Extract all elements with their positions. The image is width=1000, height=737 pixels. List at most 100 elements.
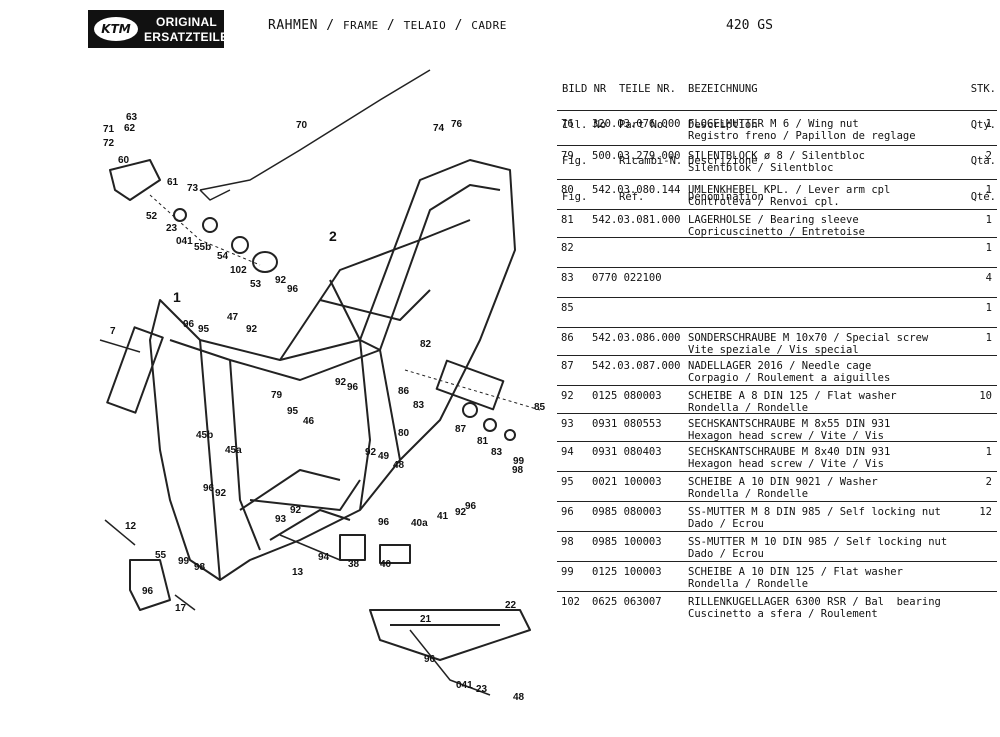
diagram-callout-12: 12 <box>125 521 137 532</box>
header-bez-en: Description <box>688 119 758 131</box>
row-description-line1: SCHEIBE A 10 DIN 125 / Flat washer <box>688 566 903 578</box>
row-description-line2: Dado / Ecrou <box>688 518 764 530</box>
row-description-line2: Corpagio / Roulement a aiguilles <box>688 372 891 384</box>
header-teile-fr: Réf. <box>619 191 645 203</box>
diagram-callout-92: 92 <box>275 275 287 286</box>
row-separator <box>557 561 997 562</box>
row-description-line2: Cuscinetto a sfera / Roulement <box>688 608 878 620</box>
header-teile: TEILE NR. Part No. Ricambi-N. Réf. <box>619 59 682 215</box>
row-fig-number: 79 <box>561 150 574 162</box>
diagram-callout-92: 92 <box>290 505 302 516</box>
diagram-callout-71: 71 <box>103 124 115 135</box>
diagram-callout-96: 96 <box>465 501 477 512</box>
diagram-callout-83: 83 <box>413 400 425 411</box>
header-bild-fr: Fig. <box>562 191 588 203</box>
diagram-callout-98: 98 <box>512 465 524 476</box>
row-quantity: 1 <box>985 214 992 226</box>
row-description-line2: Hexagon head screw / Vite / Vis <box>688 430 884 442</box>
row-part-number: 0931 080403 <box>592 446 662 458</box>
row-fig-number: 76 <box>561 118 574 130</box>
row-part-number: 0985 080003 <box>592 506 662 518</box>
row-fig-number: 81 <box>561 214 574 226</box>
diagram-callout-72: 72 <box>103 138 115 149</box>
row-quantity: 2 <box>985 150 992 162</box>
header-bez-de: BEZEICHNUNG <box>688 83 758 95</box>
row-description-line2: Rondella / Rondelle <box>688 578 809 590</box>
row-description-line1: LAGERHOLSE / Bearing sleeve <box>688 214 859 226</box>
diagram-callout-96: 96 <box>142 586 154 597</box>
header-bezeichnung: BEZEICHNUNG Description Descrizione Déno… <box>688 59 764 215</box>
row-separator <box>557 385 997 386</box>
row-fig-number: 96 <box>561 506 574 518</box>
diagram-callout-83: 83 <box>491 447 503 458</box>
logo-line-ersatzteile: ERSATZTEILE <box>144 30 229 44</box>
diagram-callout-92: 92 <box>455 507 467 518</box>
row-description-line1: RILLENKUGELLAGER 6300 RSR / Bal bearing <box>688 596 941 608</box>
diagram-callout-13: 13 <box>292 567 304 578</box>
row-part-number: 0931 080553 <box>592 418 662 430</box>
diagram-callout-41: 41 <box>437 511 449 522</box>
row-quantity: 2 <box>985 476 992 488</box>
row-separator <box>557 267 997 268</box>
header-stk-en: Qty. <box>970 119 996 131</box>
diagram-callout-041: 041 <box>176 236 193 247</box>
row-fig-number: 92 <box>561 390 574 402</box>
diagram-callout-40: 40 <box>380 559 392 570</box>
row-fig-number: 85 <box>561 302 574 314</box>
row-quantity: 1 <box>985 302 992 314</box>
diagram-callout-60: 60 <box>118 155 130 166</box>
header-stk: STK. Qty. Qtà. Qté. <box>966 59 996 215</box>
row-part-number: 0021 100003 <box>592 476 662 488</box>
row-separator <box>557 145 997 146</box>
diagram-callout-49: 49 <box>378 451 390 462</box>
diagram-callout-62: 62 <box>124 123 136 134</box>
row-separator <box>557 237 997 238</box>
header-bez-fr: Dénomination <box>688 191 764 203</box>
header-teile-it: Ricambi-N. <box>619 155 683 167</box>
row-description-line2: Dado / Ecrou <box>688 548 764 560</box>
diagram-callout-80: 80 <box>398 428 410 439</box>
row-fig-number: 86 <box>561 332 574 344</box>
row-separator <box>557 531 997 532</box>
diagram-callout-17: 17 <box>175 603 187 614</box>
header-stk-it: Qtà. <box>970 155 996 167</box>
header-separator <box>557 110 997 111</box>
row-fig-number: 83 <box>561 272 574 284</box>
diagram-callout-87: 87 <box>455 424 467 435</box>
row-description-line2: Vite speziale / Vis special <box>688 344 859 356</box>
row-quantity: 1 <box>985 332 992 344</box>
diagram-callout-96: 96 <box>203 483 215 494</box>
row-description-line2: Registro freno / Papillon de reglage <box>688 130 916 142</box>
header-bez-it: Descrizione <box>688 155 758 167</box>
diagram-callout-92: 92 <box>365 447 377 458</box>
diagram-callout-63: 63 <box>126 112 138 123</box>
diagram-callout-93: 93 <box>275 514 287 525</box>
title-sep-3: / <box>454 18 463 33</box>
row-part-number: 500.03.279.000 <box>592 150 681 162</box>
title-fr: CADRE <box>471 19 507 32</box>
diagram-callout-96: 96 <box>347 382 359 393</box>
row-separator <box>557 591 997 592</box>
row-description-line2: Rondella / Rondelle <box>688 488 809 500</box>
diagram-callout-70: 70 <box>296 120 308 131</box>
diagram-callout-86: 86 <box>398 386 410 397</box>
diagram-callout-98: 98 <box>194 562 206 573</box>
diagram-callout-96: 96 <box>183 319 195 330</box>
row-description-line1: SS-MUTTER M 8 DIN 985 / Self locking nut <box>688 506 941 518</box>
diagram-callout-81: 81 <box>477 436 489 447</box>
diagram-callout-21: 21 <box>420 614 432 625</box>
diagram-callout-47: 47 <box>227 312 239 323</box>
diagram-callout-45a: 45a <box>225 445 242 456</box>
diagram-callout-79: 79 <box>271 390 283 401</box>
row-fig-number: 93 <box>561 418 574 430</box>
row-fig-number: 80 <box>561 184 574 196</box>
diagram-callout-041: 041 <box>456 680 473 691</box>
row-fig-number: 94 <box>561 446 574 458</box>
row-part-number: 542.03.087.000 <box>592 360 681 372</box>
diagram-callout-1: 1 <box>173 289 181 305</box>
row-description-line1: SILENTBLOCK ø 8 / Silentbloc <box>688 150 866 162</box>
diagram-callout-92: 92 <box>246 324 258 335</box>
diagram-callout-94: 94 <box>318 552 330 563</box>
row-fig-number: 82 <box>561 242 574 254</box>
